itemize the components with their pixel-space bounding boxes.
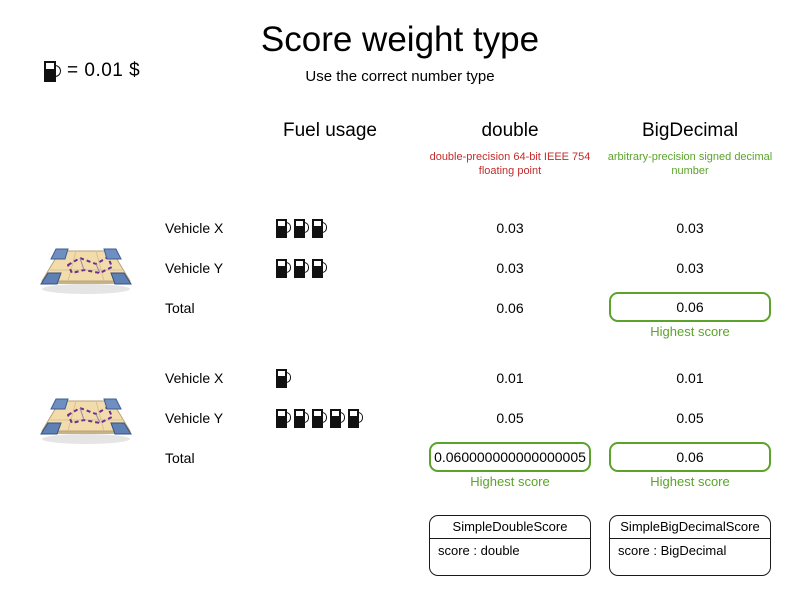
- highest-score-caption: Highest score: [650, 474, 730, 489]
- value-cell-double: 0.01: [496, 370, 524, 386]
- highest-score-caption: Highest score: [470, 474, 550, 489]
- class-box-simple-double-score: SimpleDoubleScore score : double: [429, 515, 591, 576]
- fuel-pump-icon: [44, 60, 61, 82]
- table-row: Vehicle Y 0.05 0.05: [0, 405, 800, 431]
- legend-label: = 0.01 $: [67, 60, 141, 81]
- class-attribute: score : double: [438, 543, 520, 558]
- value-cell-double: 0.03: [496, 220, 524, 236]
- legend: = 0.01 $: [44, 58, 140, 84]
- value-cell-double: 0.05: [496, 410, 524, 426]
- table-row: Vehicle X 0.03 0.03: [0, 215, 800, 241]
- row-label: Total: [165, 450, 195, 466]
- fuel-usage-cell: [276, 255, 327, 281]
- value-cell-bigdecimal: 0.03: [676, 260, 704, 276]
- table-row: Vehicle X 0.01 0.01: [0, 365, 800, 391]
- column-subtitle-bigdecimal: arbitrary-precision signed decimal numbe…: [607, 151, 773, 177]
- column-subtitle-double: double-precision 64-bit IEEE 754 floatin…: [429, 151, 591, 177]
- fuel-pump-icon: [276, 258, 291, 278]
- class-box-simple-bigdecimal-score: SimpleBigDecimalScore score : BigDecimal: [609, 515, 771, 576]
- column-header-fuel-usage: Fuel usage: [282, 120, 377, 141]
- column-header-bigdecimal: BigDecimal: [641, 120, 739, 141]
- value-cell-double: 0.03: [496, 260, 524, 276]
- highest-score-caption: Highest score: [650, 324, 730, 339]
- row-label: Vehicle X: [165, 370, 224, 386]
- value-cell-bigdecimal: 0.05: [676, 410, 704, 426]
- route-map-icon: [40, 398, 132, 444]
- highlighted-total-bigdecimal: 0.06: [609, 442, 771, 472]
- fuel-pump-icon: [330, 408, 345, 428]
- value-cell-bigdecimal: 0.01: [676, 370, 704, 386]
- class-name: SimpleDoubleScore: [430, 516, 590, 539]
- fuel-pump-icon: [276, 408, 291, 428]
- fuel-pump-icon: [348, 408, 363, 428]
- row-label: Vehicle Y: [165, 410, 224, 426]
- fuel-usage-cell: [276, 215, 327, 241]
- fuel-pump-icon: [294, 408, 309, 428]
- highlighted-total-bigdecimal: 0.06: [609, 292, 771, 322]
- fuel-pump-icon: [312, 218, 327, 238]
- fuel-pump-icon: [294, 218, 309, 238]
- table-row: Vehicle Y 0.03 0.03: [0, 255, 800, 281]
- page-title: Score weight type: [260, 20, 540, 59]
- fuel-pump-icon: [312, 258, 327, 278]
- value-cell-bigdecimal: 0.03: [676, 220, 704, 236]
- class-attribute: score : BigDecimal: [618, 543, 727, 558]
- page-subtitle: Use the correct number type: [305, 68, 495, 85]
- column-header-double: double: [481, 120, 539, 141]
- fuel-pump-icon: [312, 408, 327, 428]
- row-label: Vehicle Y: [165, 260, 224, 276]
- fuel-pump-icon: [294, 258, 309, 278]
- class-name: SimpleBigDecimalScore: [610, 516, 770, 539]
- value-cell-double: 0.06: [496, 300, 524, 316]
- fuel-usage-cell: [276, 365, 291, 391]
- fuel-usage-cell: [276, 405, 363, 431]
- fuel-pump-icon: [276, 368, 291, 388]
- highlighted-total-double: 0.060000000000000005: [429, 442, 591, 472]
- fuel-pump-icon: [276, 218, 291, 238]
- row-label: Total: [165, 300, 195, 316]
- row-label: Vehicle X: [165, 220, 224, 236]
- route-map-icon: [40, 248, 132, 294]
